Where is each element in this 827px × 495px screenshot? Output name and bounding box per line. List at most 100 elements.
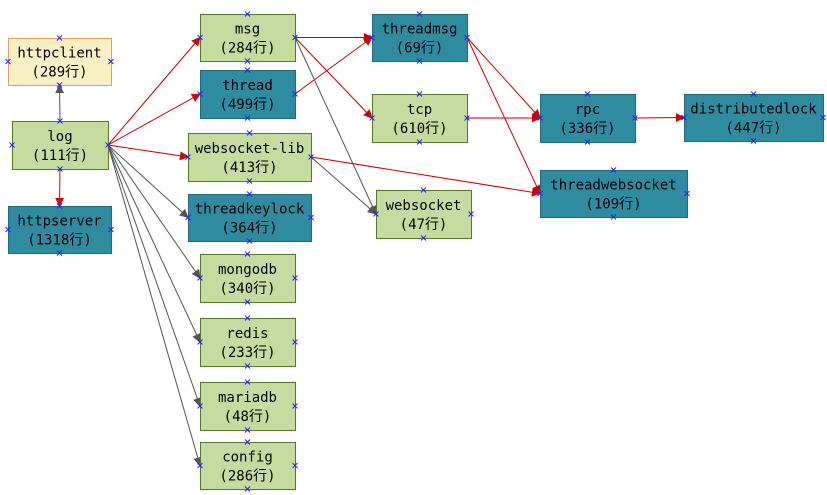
node-name: httpserver (17, 214, 101, 230)
node-box (200, 382, 296, 431)
connection-point-icon (750, 138, 757, 144)
connection-point-icon (197, 462, 203, 469)
connection-point-icon (57, 166, 63, 172)
node-line-count: (47行) (400, 217, 448, 233)
connection-point-icon (292, 339, 298, 345)
connection-point-icon (468, 211, 474, 217)
connection-point-icon (292, 462, 298, 469)
node-threadwebsocket[interactable]: threadwebsocket(109行) (537, 167, 690, 220)
node-name: websocket (386, 198, 462, 214)
connection-point-icon (416, 58, 423, 64)
edge-websocket-lib-to-websocket (310, 156, 377, 215)
node-threadmsg[interactable]: threadmsg (69行) (369, 11, 470, 64)
connection-point-icon (197, 339, 203, 345)
edge-log-to-redis (107, 144, 201, 343)
node-line-count: (413行) (221, 160, 277, 176)
node-line-count: (336行) (559, 121, 615, 137)
connection-point-icon (373, 211, 379, 217)
connection-point-icon (108, 58, 114, 65)
node-name: threadwebsocket (550, 178, 676, 194)
edge-log-to-httpclient (55, 84, 65, 122)
edge-log-to-config (107, 144, 203, 467)
connection-point-icon (244, 315, 251, 321)
node-websocket[interactable]: websocket (47行) (373, 187, 474, 241)
connection-point-icon (820, 114, 826, 121)
node-thread[interactable]: thread(499行) (197, 67, 298, 121)
node-log[interactable]: log(111行) (9, 118, 111, 172)
connection-point-icon (244, 299, 251, 305)
connection-point-icon (5, 58, 11, 65)
connection-point-icon (246, 191, 253, 197)
connection-point-icon (292, 275, 298, 281)
connection-point-icon (56, 35, 63, 41)
node-httpserver[interactable]: httpserver (1318行) (5, 203, 114, 256)
connection-point-icon (244, 427, 251, 433)
node-msg[interactable]: msg(284行) (197, 11, 298, 64)
connection-point-icon (197, 403, 203, 409)
node-tcp[interactable]: tcp (610行) (369, 91, 470, 145)
connection-point-icon (56, 250, 63, 256)
node-box (188, 133, 312, 182)
connection-point-icon (105, 142, 111, 148)
node-box (8, 206, 112, 254)
connection-point-icon (244, 439, 251, 445)
connection-point-icon (584, 91, 591, 97)
connection-point-icon (416, 139, 423, 145)
connection-point-icon (246, 178, 253, 184)
connection-point-icon (464, 34, 470, 41)
node-mongodb[interactable]: mongodb(340行) (197, 251, 298, 305)
node-name: websocket-lib (195, 141, 305, 157)
node-distributedlock[interactable]: distributedlock(447行) (681, 91, 826, 144)
connection-point-icon (5, 226, 11, 233)
node-line-count: (289行) (31, 65, 87, 81)
node-line-count: (364行) (221, 221, 277, 237)
node-name: tcp (407, 102, 432, 118)
node-mariadb[interactable]: mariadb(48行) (197, 379, 298, 433)
node-line-count: (69行) (396, 41, 444, 57)
node-redis[interactable]: redis (233行) (197, 315, 298, 369)
connection-point-icon (537, 115, 543, 121)
edge-log-to-mariadb (107, 144, 202, 407)
node-threadkeylock[interactable]: threadkeylock(364行) (185, 191, 314, 244)
node-name: threadmsg (382, 22, 458, 38)
node-config[interactable]: config(286行) (197, 439, 298, 492)
node-httpclient[interactable]: httpclient(289行) (5, 35, 114, 88)
edge-log-to-httpserver (55, 168, 65, 207)
node-websocket-lib[interactable]: websocket-lib (413行) (185, 130, 314, 184)
connection-point-icon (108, 226, 114, 233)
node-name: redis (226, 326, 268, 342)
nodes-layer: httpclient(289行) log(111行) httpserver (1318… (5, 11, 826, 492)
connection-point-icon (185, 214, 191, 221)
node-name: msg (235, 22, 260, 38)
node-line-count: (48行) (224, 409, 272, 425)
node-name: config (222, 450, 273, 466)
node-line-count: (1318行) (27, 233, 92, 249)
connection-point-icon (464, 115, 470, 121)
edge-threadmsg-to-rpc (466, 37, 541, 119)
node-box (540, 170, 688, 218)
edge-log-to-threadkeylock (107, 144, 189, 219)
connection-point-icon (244, 115, 251, 121)
connection-point-icon (420, 187, 427, 193)
connection-point-icon (9, 142, 15, 148)
connection-point-icon (56, 203, 63, 209)
connection-point-icon (750, 91, 757, 97)
edge-msg-to-websocket (294, 37, 377, 215)
node-line-count: (610行) (391, 121, 447, 137)
connection-point-icon (197, 34, 203, 41)
node-line-count: (111行) (32, 148, 88, 164)
node-rpc[interactable]: rpc (336行) (537, 91, 638, 145)
node-name: mongodb (218, 262, 277, 278)
connection-point-icon (369, 34, 375, 41)
edges-layer (55, 33, 685, 467)
edge-threadmsg-to-threadwebsocket (466, 37, 541, 195)
node-name: rpc (575, 102, 600, 118)
node-line-count: (233行) (219, 345, 275, 361)
connection-point-icon (57, 118, 63, 124)
connection-point-icon (244, 379, 251, 385)
connection-point-icon (244, 11, 251, 17)
connection-point-icon (420, 235, 427, 241)
connection-point-icon (244, 363, 251, 369)
edge-thread-to-threadmsg (294, 36, 373, 95)
